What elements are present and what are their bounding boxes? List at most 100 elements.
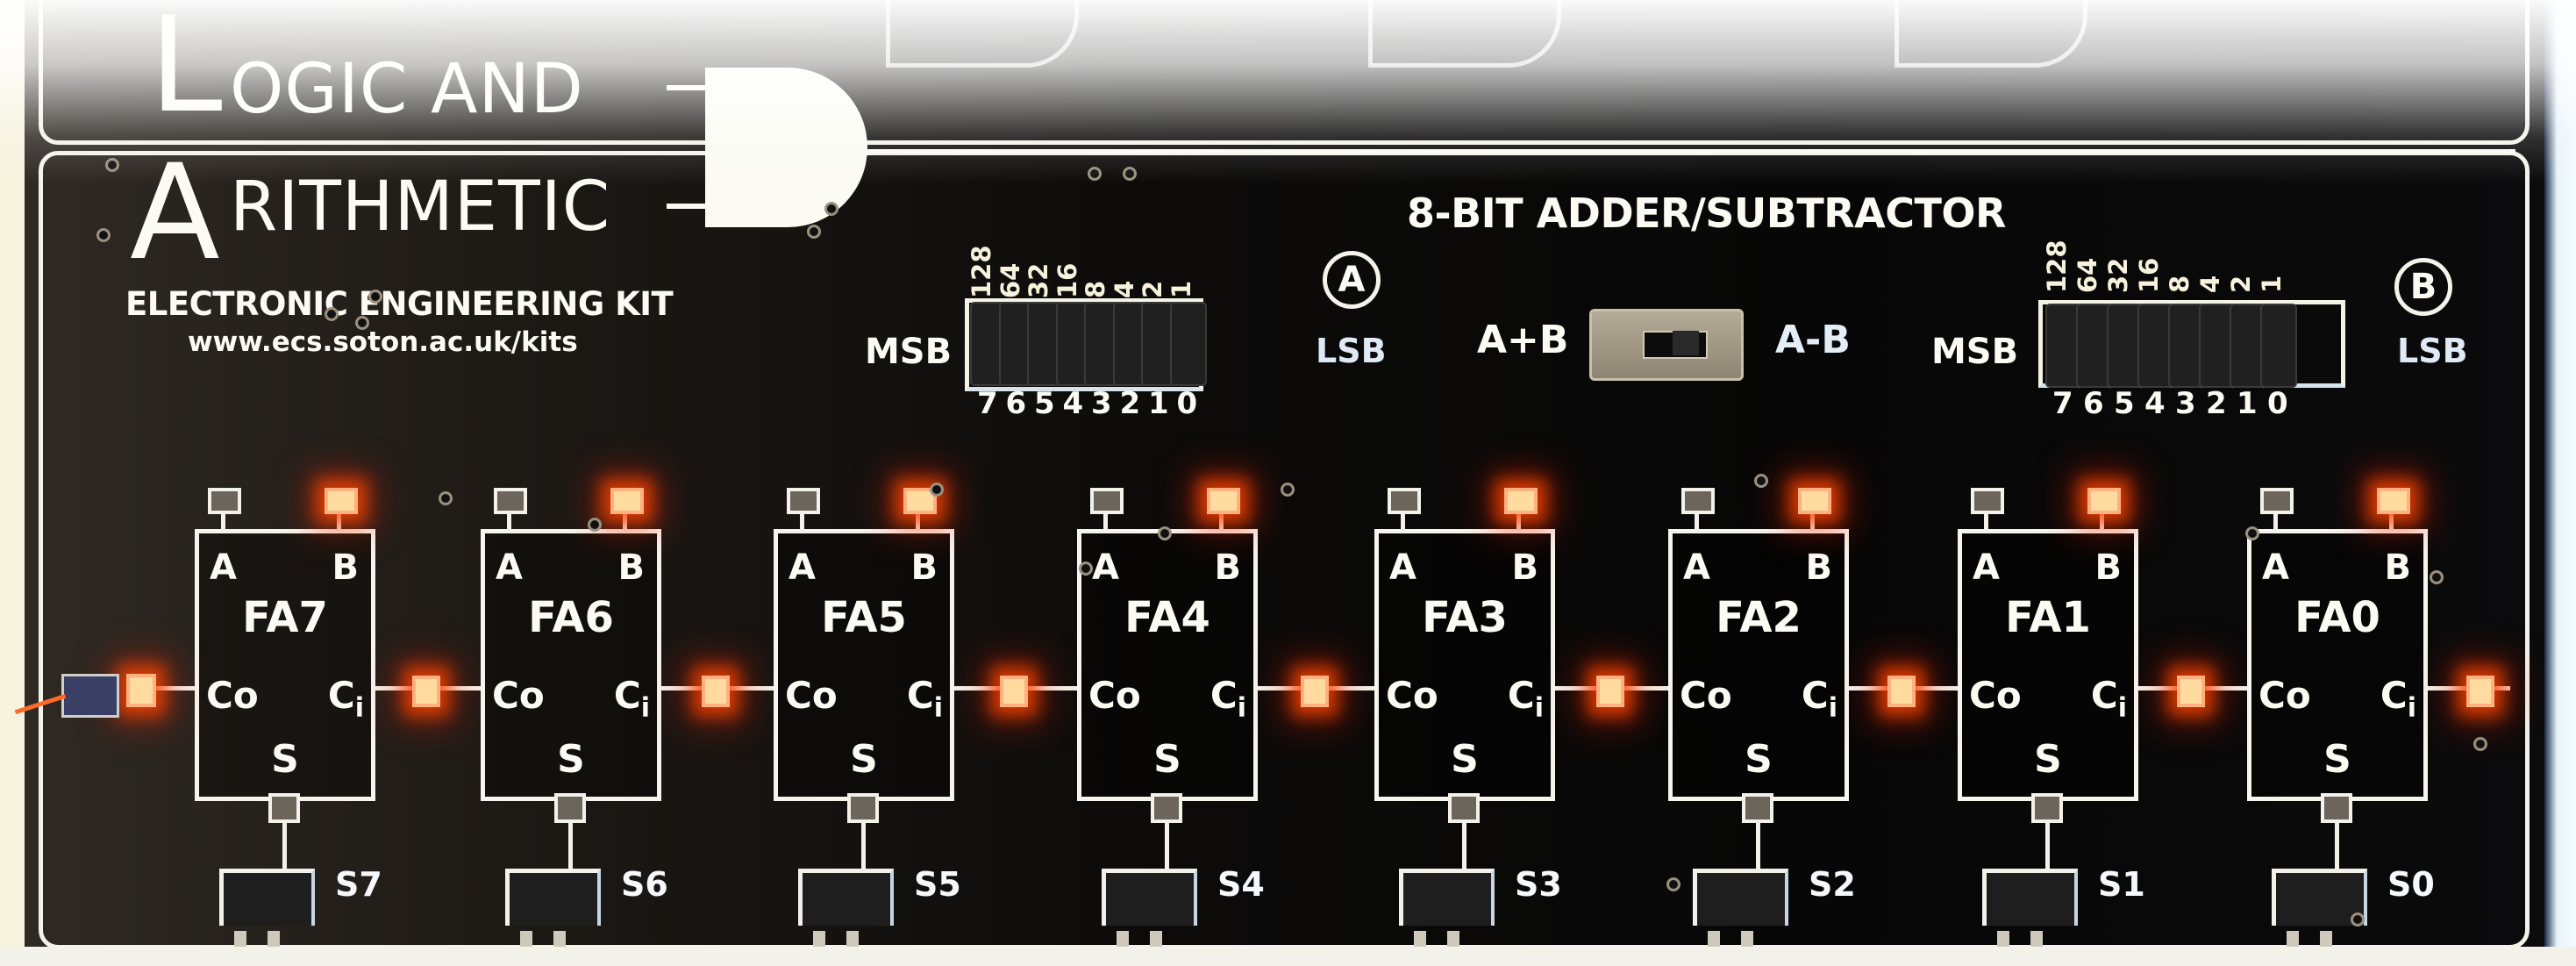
- via-hole: [2245, 526, 2259, 540]
- sum-trace: [2335, 797, 2339, 884]
- pin-a-label: A: [1092, 547, 1119, 588]
- bit-weight-label: 128: [2042, 240, 2072, 293]
- led-carry-in: [412, 676, 440, 707]
- bit-weight-label: 1: [1166, 280, 1196, 298]
- pin-a-label: A: [496, 547, 523, 588]
- bit-weight-label: 32: [2103, 257, 2133, 293]
- carry-in-subscript: i: [2117, 692, 2127, 724]
- bit-index-label: 5: [2114, 386, 2135, 421]
- switch-knob[interactable]: [1673, 331, 1699, 355]
- sum-trace: [1462, 797, 1466, 884]
- carry-in-main: C: [906, 674, 934, 717]
- via-hole: [807, 225, 821, 239]
- header-pin-0[interactable]: [1169, 302, 1207, 386]
- pin-a-label: A: [210, 547, 237, 588]
- bit-weight-label: 4: [2195, 275, 2225, 293]
- carry-in-label: Ci: [907, 674, 943, 723]
- bit-weight-label: 2: [2226, 275, 2256, 293]
- carry-in-subscript: i: [933, 692, 943, 724]
- via-hole: [930, 483, 944, 497]
- sum-label: S: [850, 737, 878, 782]
- sum-output-header[interactable]: [505, 869, 601, 947]
- bit-index-label: 6: [2083, 386, 2104, 421]
- bit-index-label: 0: [1176, 386, 1198, 421]
- and-gate-input-1: [667, 85, 710, 90]
- pin-b-label: B: [910, 547, 938, 588]
- carry-in-main: C: [1210, 674, 1238, 717]
- sum-output-label: S1: [2098, 865, 2145, 904]
- led-input-a: [787, 488, 820, 514]
- bit-weight-label: 128: [967, 245, 996, 298]
- led-sum: [1448, 793, 1480, 823]
- pin-b-label: B: [332, 547, 360, 588]
- upper-gate-shape: [1895, 0, 2087, 68]
- sum-output-header[interactable]: [219, 869, 315, 947]
- via-hole: [1088, 167, 1102, 181]
- via-hole: [105, 158, 119, 172]
- led-input-a: [494, 488, 527, 514]
- carry-out-label: Co: [1386, 674, 1438, 717]
- bit-index-label: 4: [1062, 386, 1084, 421]
- title-line1: OGIC AND: [230, 50, 584, 129]
- pin-b-label: B: [1214, 547, 1242, 588]
- carry-jumper-wire[interactable]: [61, 674, 119, 718]
- bit-weight-label: 2: [1138, 280, 1167, 298]
- carry-in-main: C: [613, 674, 641, 717]
- sum-output-header[interactable]: [1982, 869, 2078, 947]
- adder-name: FA0: [2294, 593, 2380, 642]
- sum-output-header[interactable]: [798, 869, 894, 947]
- sum-trace: [861, 797, 866, 884]
- carry-in-label: Ci: [1802, 674, 1837, 723]
- add-subtract-mode-switch[interactable]: [1589, 309, 1744, 381]
- led-input-b: [325, 488, 358, 514]
- led-input-b: [1798, 488, 1831, 514]
- bit-index-label: 4: [2144, 386, 2166, 421]
- carry-in-main: C: [1507, 674, 1535, 717]
- via-hole: [96, 228, 111, 242]
- carry-in-label: Ci: [614, 674, 650, 723]
- mode-subtract-label: A-B: [1775, 318, 1851, 362]
- led-carry-in: [1300, 676, 1329, 707]
- carry-out-label: Co: [1088, 674, 1141, 717]
- sum-label: S: [271, 737, 299, 782]
- sum-output-header[interactable]: [1102, 869, 1197, 947]
- carry-in-label: Ci: [1508, 674, 1544, 723]
- sum-trace: [1165, 797, 1169, 884]
- input-b-badge: B: [2394, 258, 2452, 316]
- adder-name: FA3: [1422, 593, 1508, 642]
- via-hole: [1158, 526, 1172, 540]
- led-sum: [2321, 793, 2352, 823]
- led-input-b: [2377, 488, 2410, 514]
- via-hole: [2430, 570, 2444, 584]
- sum-output-label: S4: [1217, 865, 1265, 904]
- carry-in-label: Ci: [1210, 674, 1246, 723]
- carry-in-subscript: i: [1828, 692, 1837, 724]
- via-hole: [439, 491, 453, 505]
- led-input-a: [208, 488, 241, 514]
- sum-label: S: [557, 737, 585, 782]
- sum-output-header[interactable]: [1399, 869, 1495, 947]
- via-hole: [2351, 912, 2365, 927]
- pin-b-label: B: [1805, 547, 1833, 588]
- kit-url: www.ecs.soton.ac.uk/kits: [188, 326, 578, 358]
- bit-index-label: 7: [977, 386, 998, 421]
- sum-output-header[interactable]: [1693, 869, 1788, 947]
- pin-a-label: A: [1973, 547, 2000, 588]
- sum-label: S: [2034, 737, 2062, 782]
- led-carry-in: [702, 676, 730, 707]
- header-pin-0[interactable]: [2260, 304, 2297, 388]
- sum-label: S: [1451, 737, 1479, 782]
- background-edge-right: [2544, 0, 2576, 966]
- section-title: 8-BIT ADDER/SUBTRACTOR: [1407, 190, 2006, 237]
- sum-trace: [1756, 797, 1760, 884]
- adder-name: FA1: [2005, 593, 2091, 642]
- bit-index-label: 6: [1005, 386, 1027, 421]
- kit-name: ELECTRONIC ENGINEERING KIT: [125, 285, 674, 323]
- input-a-msb-label: MSB: [865, 332, 953, 372]
